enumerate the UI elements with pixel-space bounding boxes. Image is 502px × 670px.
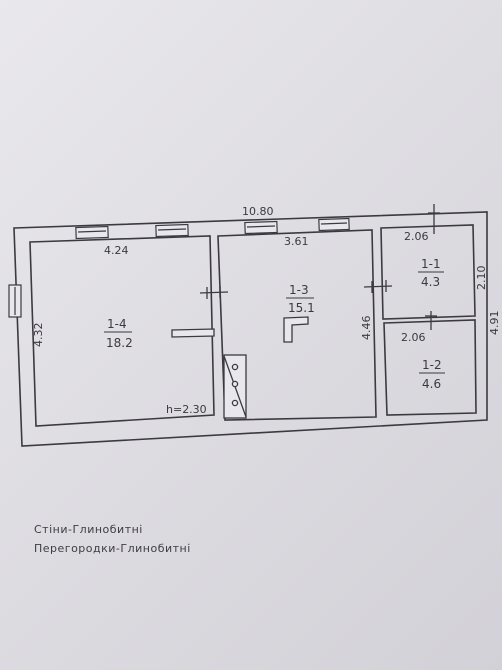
legend-walls: Стіни-Глинобитні xyxy=(34,523,143,536)
dim-left-depth: 4.32 xyxy=(32,323,45,348)
window xyxy=(75,225,109,240)
dim-room-1-3-depth: 4.46 xyxy=(360,316,373,341)
room-1-2-id: 1-2 xyxy=(422,358,442,372)
room-1-4-area: 18.2 xyxy=(106,336,133,350)
stove-l-shape xyxy=(283,316,309,343)
stove xyxy=(171,328,215,338)
room-1-3-outline xyxy=(217,229,377,421)
outer-wall xyxy=(13,211,488,447)
hearth xyxy=(223,354,247,419)
dim-room-1-2-width: 2.06 xyxy=(401,331,426,344)
room-1-4-outline xyxy=(29,235,215,427)
legend-partitions: Перегородки-Глинобитні xyxy=(34,542,191,555)
ceiling-height: h=2.30 xyxy=(166,403,207,416)
dim-room-1-1-width: 2.06 xyxy=(404,230,429,243)
room-1-1-area: 4.3 xyxy=(421,275,440,289)
room-1-3-id: 1-3 xyxy=(289,283,309,297)
room-1-4-id: 1-4 xyxy=(107,317,127,331)
window xyxy=(318,217,350,232)
room-1-2-area: 4.6 xyxy=(422,377,441,391)
window xyxy=(155,223,189,238)
dim-room-1-1-depth: 2.10 xyxy=(475,266,488,291)
room-1-2-outline xyxy=(383,319,477,416)
room-1-1-id: 1-1 xyxy=(421,257,441,271)
windows xyxy=(8,217,350,318)
room-1-3-area: 15.1 xyxy=(288,301,315,315)
door-marks xyxy=(199,204,440,330)
window xyxy=(244,220,278,235)
dim-room-1-3-width: 3.61 xyxy=(284,235,309,248)
dim-total-depth: 4.91 xyxy=(488,311,501,336)
dim-room-1-4-width: 4.24 xyxy=(104,244,129,257)
room-1-1-outline xyxy=(380,224,476,320)
dim-total-width: 10.80 xyxy=(242,205,274,218)
